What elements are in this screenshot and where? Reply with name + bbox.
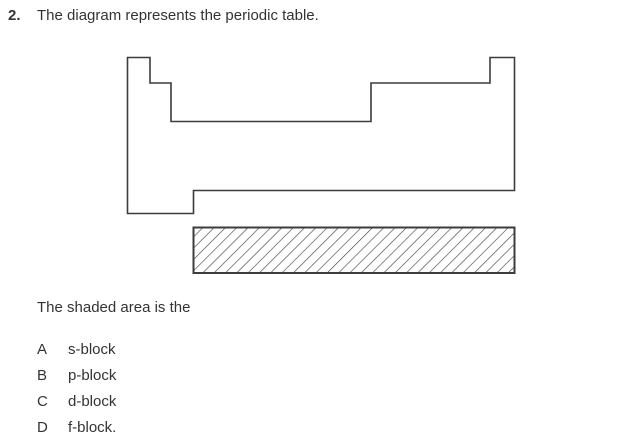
- option-a: A s-block: [37, 336, 116, 362]
- option-a-text: s-block: [68, 340, 116, 358]
- periodic-table-outline: [126, 56, 516, 215]
- option-c-label: C: [37, 392, 48, 410]
- option-b-label: B: [37, 366, 48, 384]
- option-a-label: A: [37, 340, 48, 358]
- option-b-text: p-block: [68, 366, 117, 384]
- options-list: A s-block B p-block C d-block D f-block.: [37, 336, 116, 438]
- option-c: C d-block: [37, 388, 116, 414]
- f-block-shaded-area: [192, 226, 516, 274]
- question-text: The diagram represents the periodic tabl…: [37, 7, 319, 24]
- question-row: 2. The diagram represents the periodic t…: [8, 7, 319, 24]
- option-d-label: D: [37, 418, 48, 436]
- option-d-text: f-block.: [68, 418, 117, 436]
- periodic-table-diagram: [126, 56, 516, 274]
- option-d: D f-block.: [37, 414, 116, 438]
- question-number: 2.: [8, 7, 21, 24]
- prompt-text: The shaded area is the: [37, 299, 191, 316]
- option-c-text: d-block: [68, 392, 117, 410]
- option-b: B p-block: [37, 362, 116, 388]
